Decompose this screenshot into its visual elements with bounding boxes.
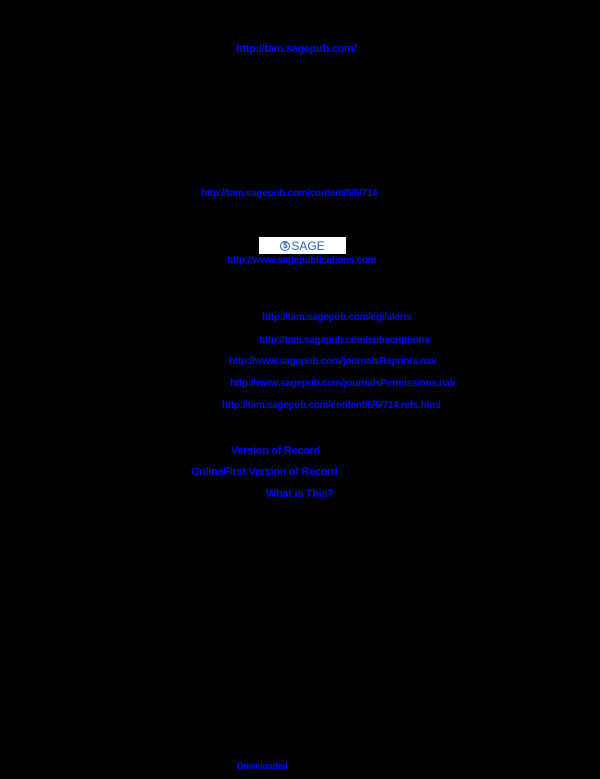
article-link[interactable]: http://tam.sagepub.com/content/6/6/714 [201, 188, 378, 199]
onlinefirst-version-link[interactable]: OnlineFirst Version of Record [191, 466, 338, 478]
sage-logo-text: SAGE [291, 238, 325, 253]
permissions-link[interactable]: http://www.sagepub.com/journalsPermissio… [230, 378, 456, 389]
sage-logo: $ SAGE [259, 237, 346, 254]
publisher-link[interactable]: http://www.sagepublications.com [227, 255, 377, 266]
journal-link[interactable]: http://tam.sagepub.com/ [236, 43, 357, 55]
footer-link[interactable]: Downloaded [237, 761, 288, 771]
subscriptions-link[interactable]: http://tam.sagepub.com/subscriptions [259, 335, 430, 346]
what-is-this-link[interactable]: What is This? [266, 488, 334, 500]
email-alerts-link[interactable]: http://tam.sagepub.com/cgi/alerts [262, 312, 412, 323]
reprints-link[interactable]: http://www.sagepub.com/journalsReprints.… [229, 356, 437, 367]
citations-link[interactable]: http://tam.sagepub.com/content/6/6/714.r… [222, 400, 441, 411]
sage-logo-icon: $ [280, 240, 291, 251]
version-of-record-link[interactable]: Version of Record [231, 445, 321, 457]
